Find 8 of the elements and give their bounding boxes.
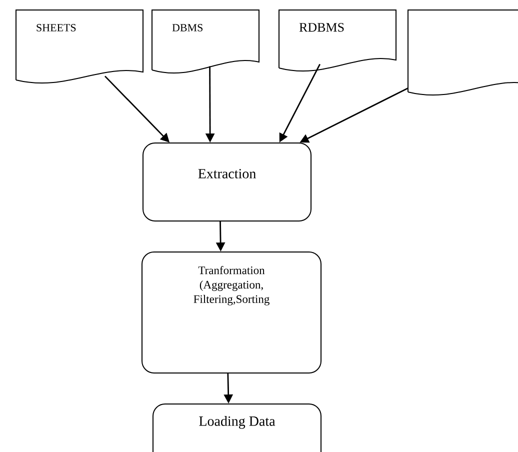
document-box: SHEETS: [16, 10, 144, 84]
process-box: Extraction: [142, 142, 312, 222]
document-box: DBMS: [152, 10, 260, 74]
process-box: Loading Data: [152, 404, 322, 452]
process-box: Tranformation (Aggregation, Filtering,Sorting: [142, 252, 322, 374]
arrow: [104, 76, 170, 142]
document-box: RDBMS: [278, 10, 396, 72]
document-shape: [408, 10, 518, 96]
